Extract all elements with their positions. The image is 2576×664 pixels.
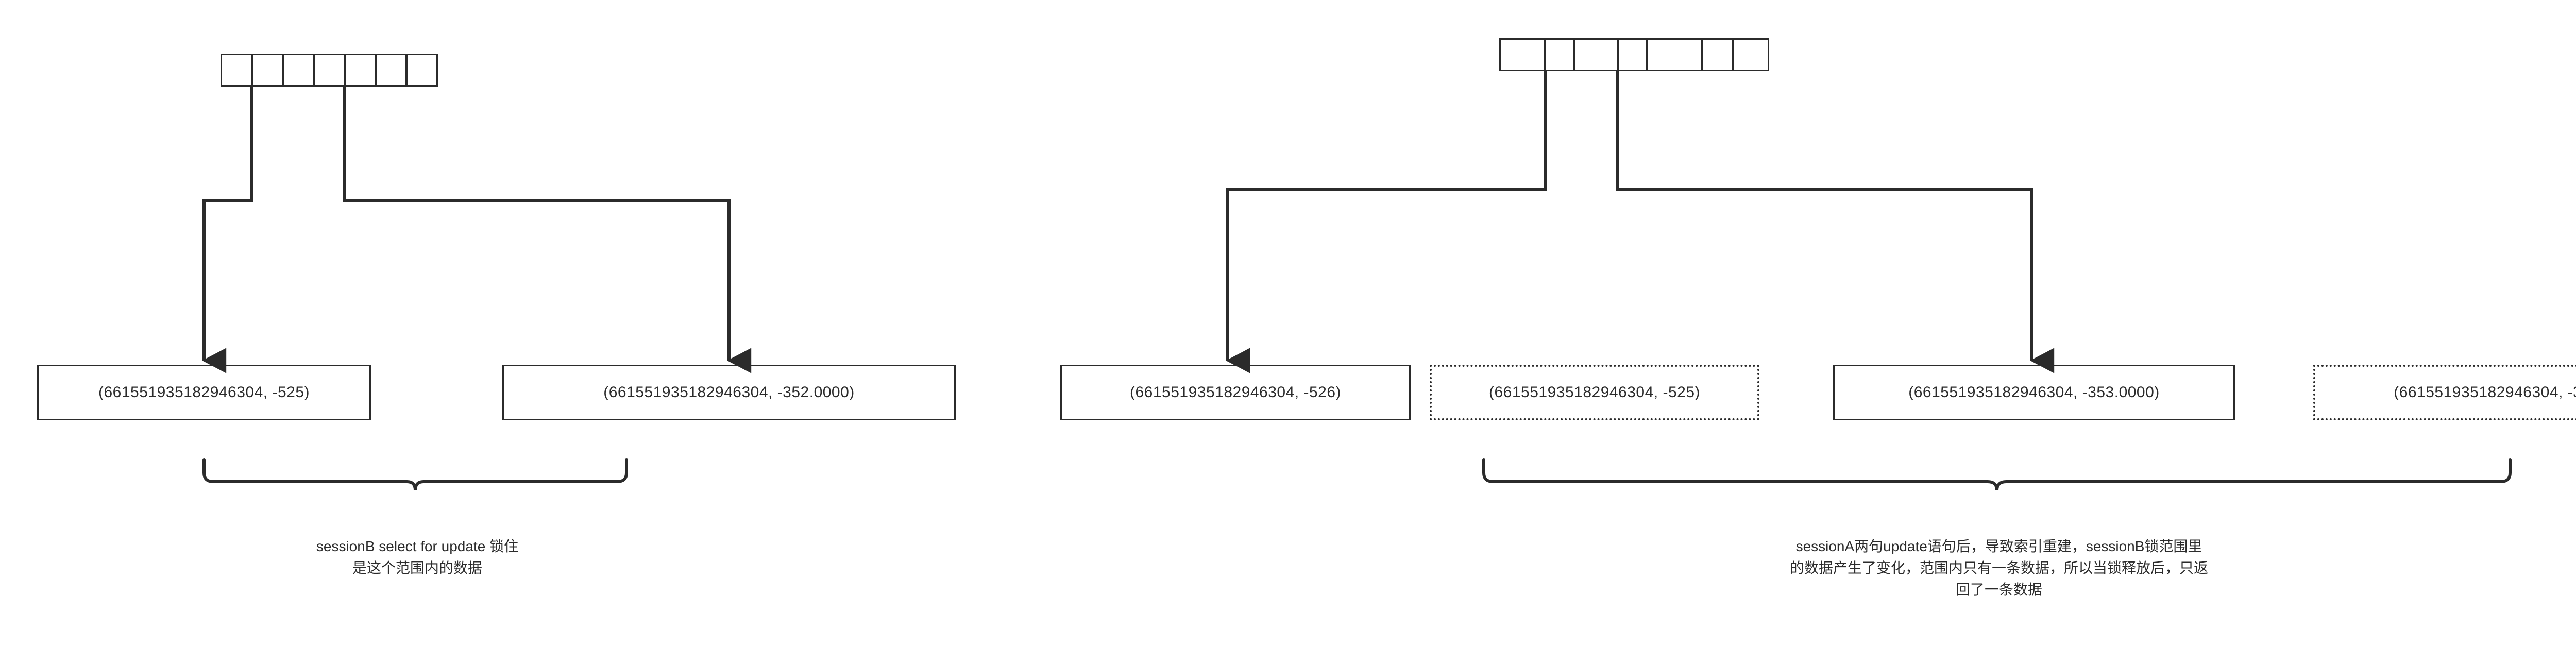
connector-left-1 [202,87,253,373]
leaf-node-right-3: (661551935182946304, -353.0000) [1833,365,2235,420]
leaf-node-left-2-label: (661551935182946304, -352.0000) [603,384,855,401]
brace-right [1482,458,2512,491]
connector-right-2 [1616,71,2055,373]
leaf-node-right-1-label: (661551935182946304, -526) [1129,384,1342,401]
index-cell-right-3 [1573,38,1619,71]
index-cell-right-5 [1647,38,1702,71]
connector-left-2 [343,87,752,373]
leaf-node-right-2: (661551935182946304, -525) [1430,365,1759,420]
index-cell-left-5 [344,54,376,87]
leaf-node-right-4: (661551935182946304, -352.0000) [2313,365,2576,420]
leaf-node-right-2-label: (661551935182946304, -525) [1488,384,1701,401]
caption-right: sessionA两句update语句后，导致索引重建，sessionB锁范围里 … [1789,538,2208,598]
index-cell-left-3 [282,54,314,87]
leaf-node-right-1: (661551935182946304, -526) [1060,365,1411,420]
brace-left [202,458,628,491]
caption-left: sessionB select for update 锁住 是这个范围内的数据 [316,538,519,576]
index-cell-left-7 [406,54,438,87]
index-cell-right-7 [1732,38,1769,71]
index-cell-left-1 [221,54,252,87]
index-cell-right-1 [1499,38,1546,71]
leaf-node-left-1-label: (661551935182946304, -525) [98,384,310,401]
leaf-node-right-3-label: (661551935182946304, -353.0000) [1908,384,2160,401]
index-cell-right-4 [1618,38,1648,71]
index-cell-left-2 [251,54,283,87]
index-cell-right-2 [1545,38,1574,71]
connector-right-1 [1226,71,1547,373]
leaf-node-right-4-label: (661551935182946304, -352.0000) [2394,384,2576,401]
